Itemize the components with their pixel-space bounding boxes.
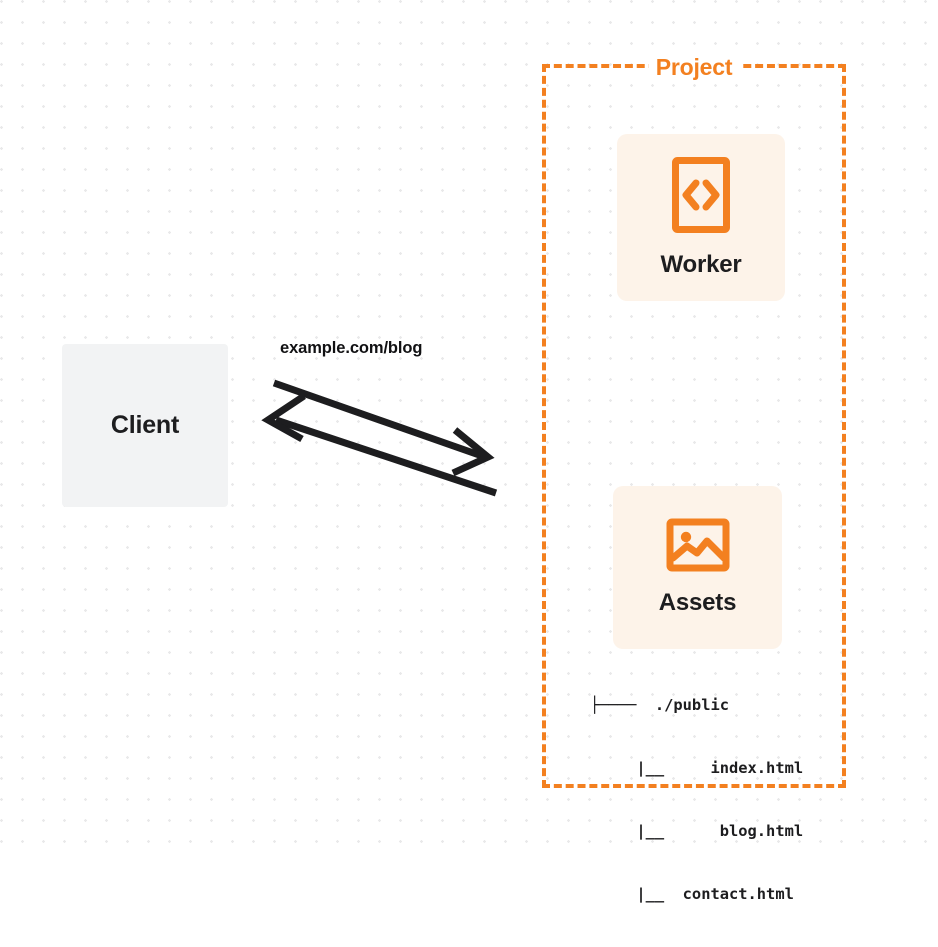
file-tree-row: |__ index.html: [590, 759, 804, 777]
image-icon: [666, 518, 730, 577]
asset-file-tree: ├──── ./public |__ index.html |__ blog.h…: [590, 653, 803, 947]
file-tree-row: |__ blog.html: [590, 822, 804, 840]
worker-card[interactable]: Worker: [617, 134, 785, 301]
file-tree-row: ├──── ./public: [590, 696, 729, 714]
assets-card[interactable]: Assets: [613, 486, 782, 649]
client-node[interactable]: Client: [62, 344, 228, 507]
project-container: Project Worker Assets: [542, 54, 846, 903]
response-arrow: [261, 393, 498, 497]
client-node-label: Client: [110, 411, 180, 439]
assets-card-label: Assets: [658, 589, 737, 616]
diagram-canvas: Client example.com/blog Project: [0, 0, 938, 903]
worker-card-label: Worker: [660, 251, 742, 278]
project-title: Project: [648, 54, 740, 81]
code-document-icon: [671, 156, 731, 239]
file-tree-row: |__ contact.html: [590, 885, 794, 903]
connector-label: example.com/blog: [280, 339, 423, 357]
request-arrow: [272, 379, 495, 477]
